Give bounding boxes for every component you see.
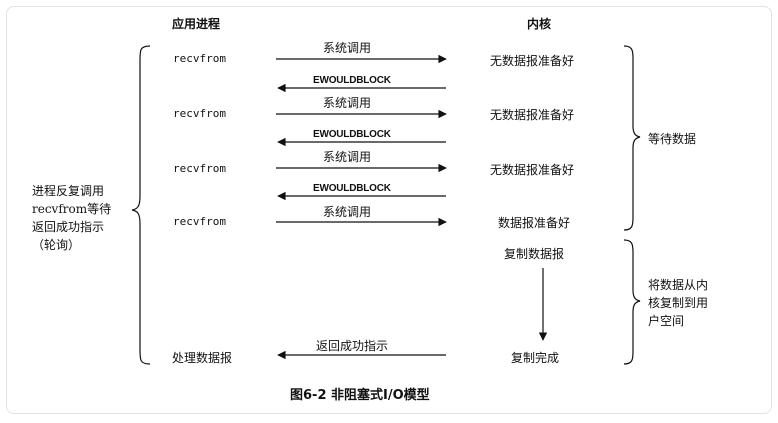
polling-note-line-3: 返回成功指示	[32, 220, 105, 234]
kernel-state-3: 无数据报准备好	[490, 163, 575, 177]
kernel-state-1: 无数据报准备好	[490, 54, 575, 68]
copy-note-line-1: 将数据从内	[648, 278, 709, 292]
wait-data-label: 等待数据	[648, 132, 697, 146]
return-success-label: 返回成功指示	[316, 339, 389, 353]
kernel-state-2: 无数据报准备好	[490, 108, 575, 122]
ewouldblock-label-2: EWOULDBLOCK	[313, 129, 391, 140]
copy-done-label: 复制完成	[511, 351, 560, 365]
recvfrom-call-1: recvfrom	[173, 52, 226, 65]
polling-note-line-2: recvfrom等待	[32, 202, 112, 216]
syscall-label-2: 系统调用	[323, 96, 372, 110]
syscall-label-3: 系统调用	[323, 150, 372, 164]
copy-datagram-label: 复制数据报	[504, 247, 565, 261]
ewouldblock-label-3: EWOULDBLOCK	[313, 183, 391, 194]
kernel-state-4: 数据报准备好	[498, 216, 571, 230]
polling-note-line-1: 进程反复调用	[32, 184, 105, 198]
wait-data-brace	[623, 45, 641, 231]
recvfrom-call-4: recvfrom	[173, 215, 226, 228]
copy-note-line-3: 户空间	[648, 314, 685, 328]
polling-note: 进程反复调用 recvfrom等待 返回成功指示 （轮询）	[32, 182, 111, 254]
copy-note-line-2: 核复制到用	[648, 296, 709, 310]
copy-note: 将数据从内 核复制到用 户空间	[648, 276, 708, 330]
header-kernel: 内核	[527, 17, 552, 31]
polling-note-line-4: （轮询）	[32, 238, 81, 252]
process-datagram-label: 处理数据报	[172, 351, 233, 365]
figure-caption: 图6-2 非阻塞式I/O模型	[290, 388, 430, 403]
ewouldblock-label-1: EWOULDBLOCK	[313, 75, 391, 86]
recvfrom-call-2: recvfrom	[173, 107, 226, 120]
left-brace	[131, 45, 151, 365]
copy-data-brace	[623, 239, 641, 365]
syscall-label-1: 系统调用	[323, 41, 372, 55]
syscall-label-4: 系统调用	[323, 205, 372, 219]
recvfrom-call-3: recvfrom	[173, 162, 226, 175]
header-app-process: 应用进程	[172, 17, 221, 31]
